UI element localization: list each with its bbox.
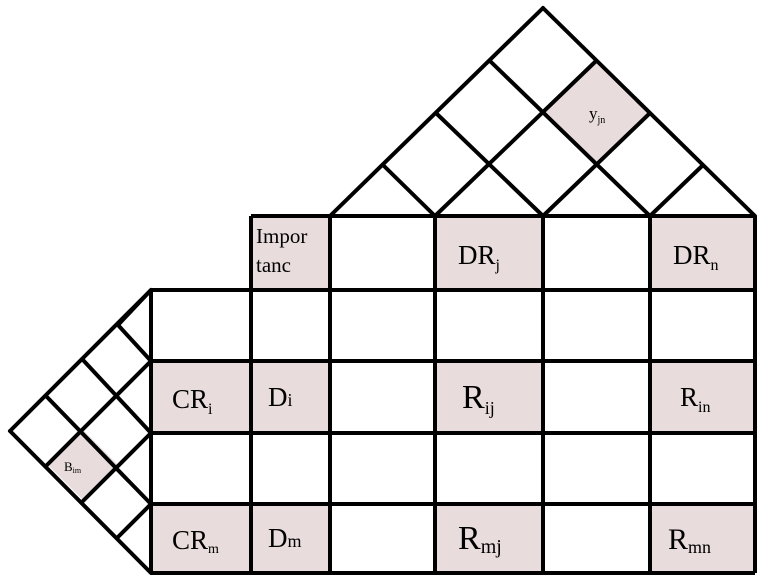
r-mj-label: Rmj [458, 520, 502, 558]
d-m-label: Dm [268, 523, 302, 553]
cell-r-mj [437, 505, 541, 571]
cell-b-im [48, 430, 118, 500]
cr-m-label: CRm [172, 525, 219, 557]
cell-cr-i [153, 362, 249, 432]
cr-i-label: CRi [172, 384, 213, 418]
d-i-label: Di [268, 382, 293, 412]
cell-d-i [252, 362, 328, 432]
dr-n-label: DRn [673, 240, 719, 274]
cell-r-ij [437, 362, 541, 432]
importance-label: Impor [256, 224, 307, 248]
r-mn-label: Rmn [668, 523, 711, 557]
r-ij-label: Rij [462, 379, 495, 418]
cell-r-mn [651, 505, 753, 571]
cell-r-in [651, 362, 753, 432]
r-in-label: Rin [680, 382, 710, 416]
left-wall-grid [8, 288, 153, 575]
b-im-label: Bim [64, 459, 82, 475]
cell-importance [252, 218, 328, 288]
cell-labels: Impor tanc DRj DRn CRi Di Rij Rin CRm Dm… [64, 104, 719, 558]
dr-j-label: DRj [458, 240, 500, 274]
cell-dr-n [651, 218, 753, 288]
highlighted-cells [48, 61, 753, 571]
main-grid [149, 214, 757, 575]
y-jn-label: yjn [589, 104, 605, 126]
roof-grid [328, 6, 757, 218]
cell-d-m [252, 505, 328, 571]
importance-label-2: tanc [256, 253, 291, 277]
cell-cr-m [153, 505, 249, 571]
cell-dr-j [437, 218, 541, 288]
